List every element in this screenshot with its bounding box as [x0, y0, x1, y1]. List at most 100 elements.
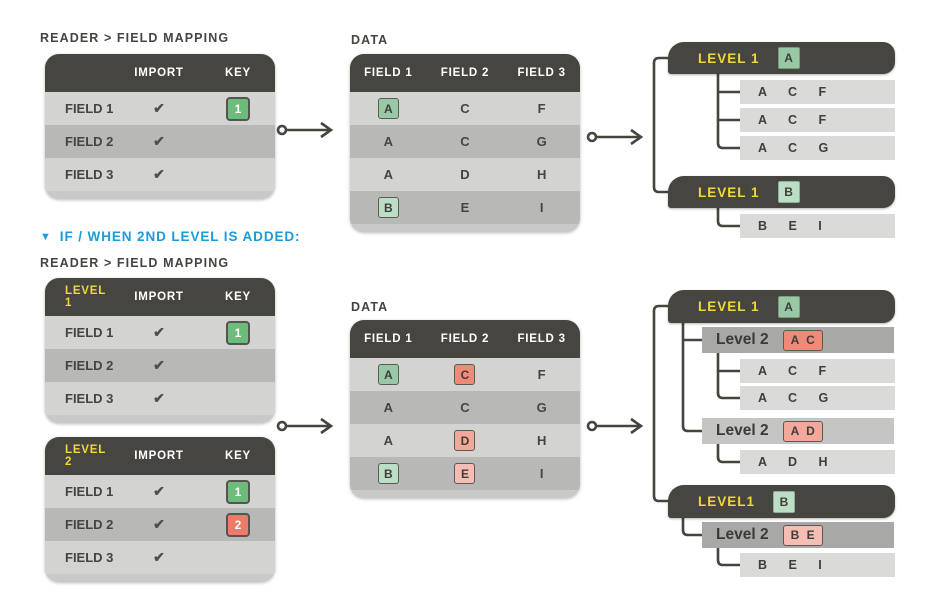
tree-level1-header-b: LEVEL 1 B: [668, 176, 895, 208]
field-label: FIELD 1: [65, 484, 114, 499]
table-row: A D H: [350, 158, 580, 191]
field-label: FIELD 3: [65, 391, 114, 406]
column-header: FIELD 3: [517, 333, 566, 345]
value-badge: A: [377, 364, 399, 385]
table-row: FIELD 3 ✔: [45, 382, 275, 415]
key-badge: 1: [226, 479, 250, 504]
key-value-badge: A C: [782, 329, 823, 351]
table-row: A C F: [350, 92, 580, 125]
flow-arrow-connector: [276, 121, 334, 139]
flow-arrow-connector: [586, 417, 644, 435]
data-cell: F: [537, 101, 546, 116]
key-badge: 2: [226, 512, 250, 537]
data-cell: A: [383, 134, 394, 149]
data-cell: H: [536, 433, 547, 448]
data-table-top: FIELD 1 FIELD 2 FIELD 3 A C F A C G A D …: [350, 54, 580, 232]
tree-leaf-row: A C F: [740, 108, 895, 132]
table-row: FIELD 1 ✔ 1: [45, 92, 275, 125]
column-header: FIELD 2: [440, 67, 490, 79]
column-header-key: KEY: [224, 450, 252, 462]
table-row: FIELD 1 ✔ 1: [45, 475, 275, 508]
field-label: FIELD 3: [65, 550, 114, 565]
check-icon: ✔: [153, 516, 165, 532]
key-value-badge: A: [777, 47, 800, 69]
column-header-level1: LEVEL 1: [65, 285, 106, 309]
table-row: FIELD 1 ✔ 1: [45, 316, 275, 349]
check-icon: ✔: [153, 357, 165, 373]
reader-field-mapping-title-top: READER > FIELD MAPPING: [40, 31, 230, 45]
data-cell: C: [460, 101, 470, 116]
key-value-badge: A: [777, 295, 800, 318]
field-label: FIELD 3: [65, 167, 114, 182]
data-cell: G: [536, 134, 547, 149]
data-cell: I: [539, 200, 544, 215]
table-row: A C G: [350, 125, 580, 158]
field-label: FIELD 1: [65, 101, 114, 116]
check-icon: ✔: [153, 324, 165, 340]
column-header-level2: LEVEL 2: [65, 444, 106, 468]
table-header-row: IMPORT KEY: [45, 54, 275, 92]
column-header-key: KEY: [224, 67, 252, 79]
tree-level2-bar: Level 2 A C: [702, 327, 894, 353]
field-mapping-table-level1: LEVEL 1 IMPORT KEY FIELD 1 ✔ 1 FIELD 2 ✔…: [45, 278, 275, 423]
table-row: FIELD 2 ✔: [45, 349, 275, 382]
data-cell: D: [460, 167, 470, 182]
field-label: FIELD 2: [65, 134, 114, 149]
column-header-import: IMPORT: [134, 450, 184, 462]
key-badge: 1: [226, 320, 250, 345]
value-badge: B: [377, 463, 399, 484]
data-cell: F: [537, 367, 546, 382]
data-table-bottom: FIELD 1 FIELD 2 FIELD 3 A C F A C G A D …: [350, 320, 580, 498]
column-header: FIELD 3: [517, 67, 566, 79]
tree-leaf-row: B E I: [740, 553, 895, 577]
check-icon: ✔: [153, 166, 165, 182]
data-cell: A: [383, 167, 394, 182]
value-badge: A: [377, 98, 399, 119]
tree-leaf-row: A C G: [740, 386, 895, 410]
table-row: FIELD 2 ✔: [45, 125, 275, 158]
level2-label: Level 2: [716, 526, 769, 543]
table-row: A C F: [350, 358, 580, 391]
column-header: FIELD 2: [440, 333, 490, 345]
value-badge: D: [454, 430, 476, 451]
key-value-badge: B E: [782, 524, 823, 546]
value-badge: E: [454, 463, 476, 484]
level1-label: LEVEL 1: [698, 299, 760, 314]
key-value-badge: B: [773, 490, 796, 513]
value-badge: C: [454, 364, 476, 385]
column-header-import: IMPORT: [134, 291, 184, 303]
key-badge: 1: [226, 96, 250, 121]
table-row: FIELD 3 ✔: [45, 158, 275, 191]
data-cell: H: [536, 167, 547, 182]
tree-leaf-row: A C F: [740, 359, 895, 383]
table-row: B E I: [350, 457, 580, 490]
level2-label: Level 2: [716, 422, 769, 439]
tree-leaf-row: A D H: [740, 450, 895, 474]
check-icon: ✔: [153, 549, 165, 565]
level1-label: LEVEL1: [698, 494, 756, 509]
table-row: B E I: [350, 191, 580, 224]
tree-level1-header-a: LEVEL 1 A: [668, 42, 895, 74]
data-cell: A: [383, 400, 394, 415]
field-label: FIELD 2: [65, 517, 114, 532]
table-header-row: FIELD 1 FIELD 2 FIELD 3: [350, 54, 580, 92]
column-header-import: IMPORT: [134, 67, 184, 79]
tree-level2-bar: Level 2 A D: [702, 418, 894, 444]
table-header-row: FIELD 1 FIELD 2 FIELD 3: [350, 320, 580, 358]
value-badge: B: [377, 197, 399, 218]
section-heading-text: IF / WHEN 2ND LEVEL IS ADDED:: [59, 229, 301, 244]
tree-level2-bar: Level 2 B E: [702, 522, 894, 548]
check-icon: ✔: [153, 100, 165, 116]
tree-leaf-row: B E I: [740, 214, 895, 238]
field-label: FIELD 2: [65, 358, 114, 373]
check-icon: ✔: [153, 483, 165, 499]
key-value-badge: B: [777, 181, 800, 203]
reader-field-mapping-title-bottom: READER > FIELD MAPPING: [40, 256, 230, 270]
field-mapping-table-level2: LEVEL 2 IMPORT KEY FIELD 1 ✔ 1 FIELD 2 ✔…: [45, 437, 275, 582]
data-cell: G: [536, 400, 547, 415]
table-row: FIELD 2 ✔ 2: [45, 508, 275, 541]
data-cell: C: [460, 400, 470, 415]
tree-leaf-row: A C F: [740, 80, 895, 104]
column-header-key: KEY: [224, 291, 252, 303]
tree-level1-header-a: LEVEL 1 A: [668, 290, 895, 323]
